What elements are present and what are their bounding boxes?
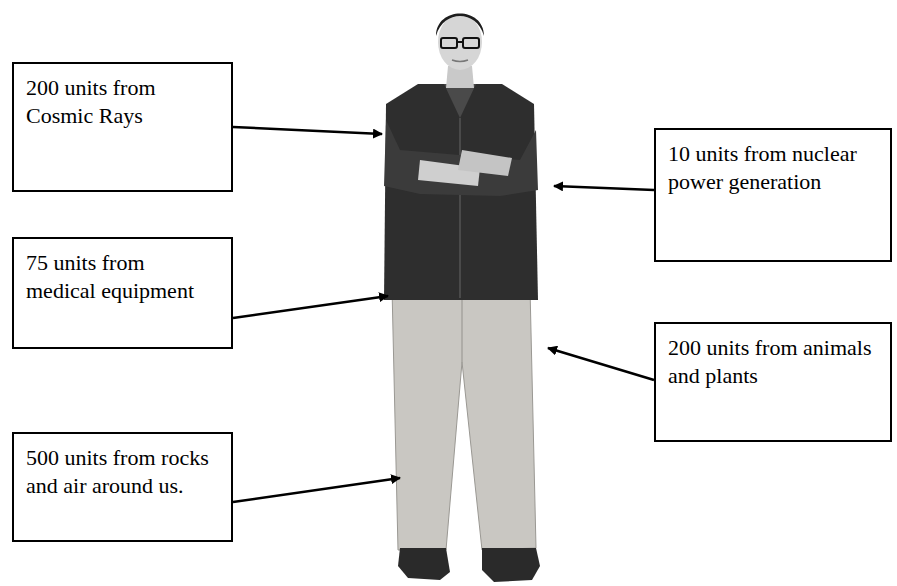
callout-box: 500 units from rocks and air around us. — [12, 432, 233, 542]
callout-box: 75 units from medical equipment — [12, 237, 233, 349]
callout-text: 75 units from medical equipment — [26, 249, 219, 304]
callout-text: 200 units from animals and plants — [668, 334, 878, 389]
callout-box: 200 units from Cosmic Rays — [12, 62, 233, 192]
callout-text: 500 units from rocks and air around us. — [26, 444, 219, 499]
callout-text: 200 units from Cosmic Rays — [26, 74, 219, 129]
callout-box: 10 units from nuclear power generation — [654, 128, 892, 262]
callout-text: 10 units from nuclear power generation — [668, 140, 878, 195]
callout-box: 200 units from animals and plants — [654, 322, 892, 442]
leader-arrows — [233, 127, 654, 502]
